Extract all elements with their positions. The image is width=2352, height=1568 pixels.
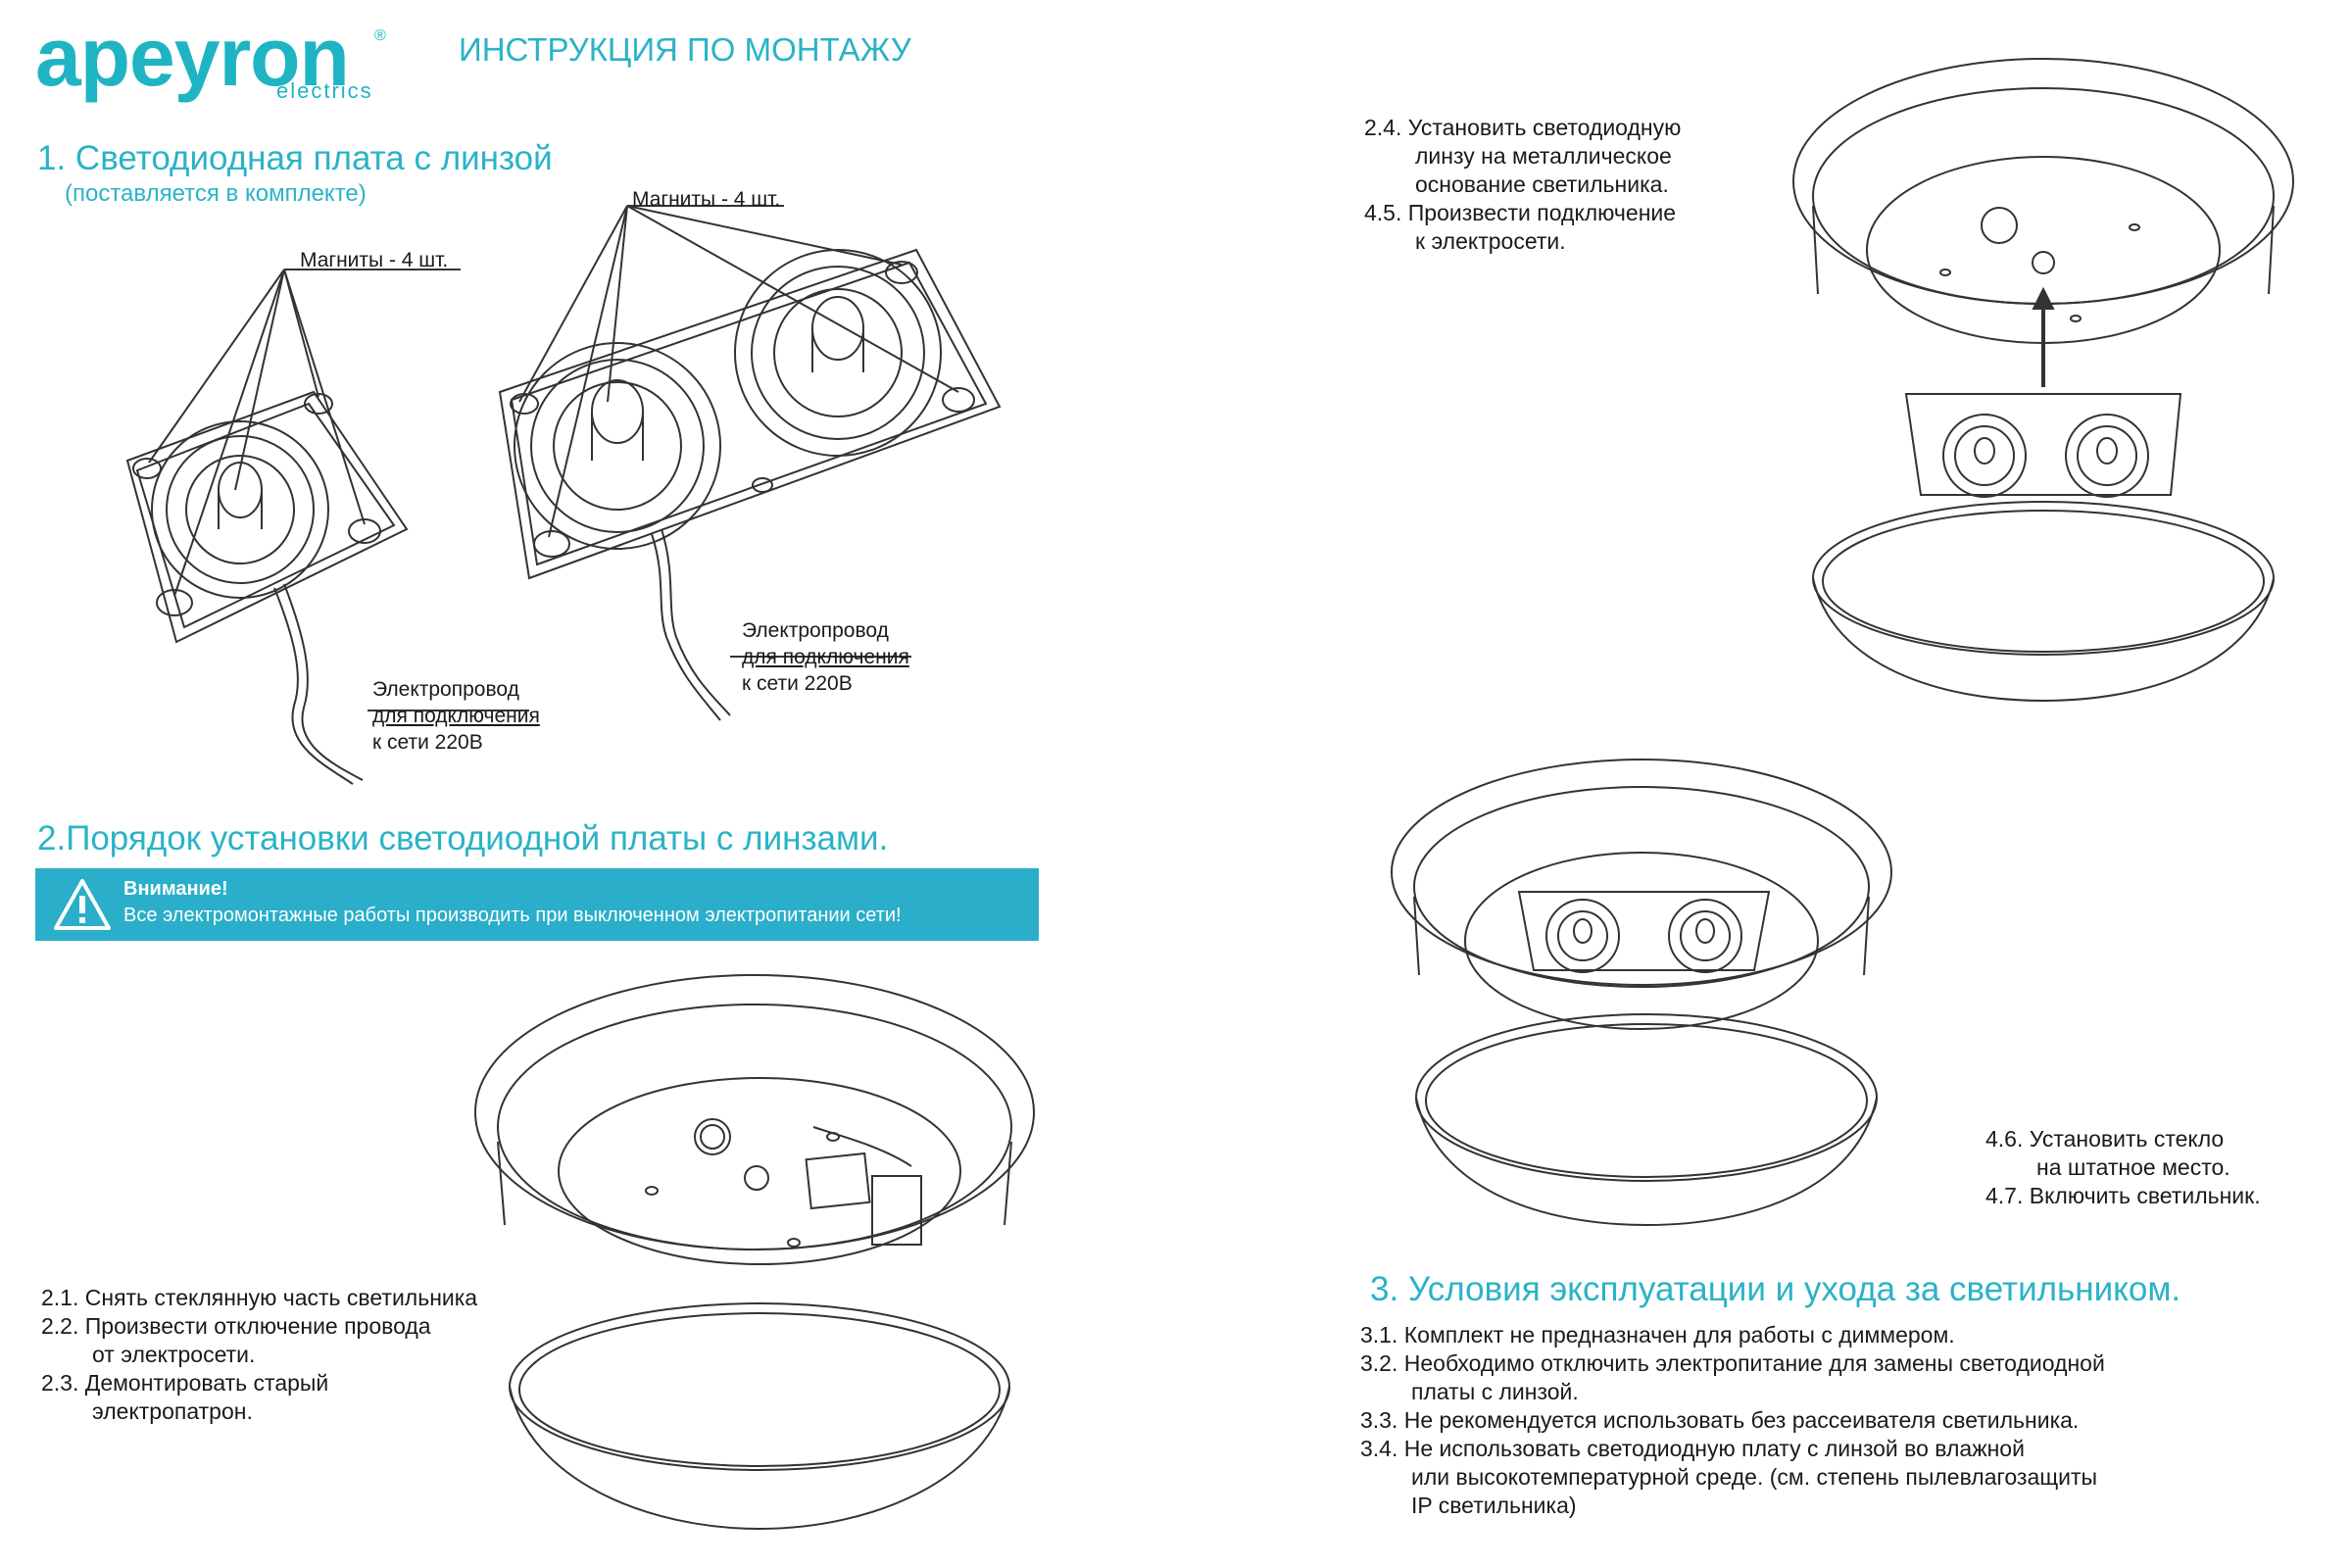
- condition-3-2-cont: платы с линзой.: [1411, 1379, 1579, 1404]
- condition-3-3: 3.3. Не рекомендуется использовать без р…: [1360, 1407, 2080, 1433]
- single-led-board-drawing: [125, 269, 529, 785]
- right-wire-line-3: к сети 220В: [742, 672, 853, 695]
- section3-items: 3.1. Комплект не предназначен для работы…: [1360, 1321, 2105, 1520]
- condition-3-4-cont-2: IP светильника): [1411, 1493, 1577, 1518]
- warning-banner: Внимание! Все электромонтажные работы пр…: [35, 868, 1039, 941]
- step-2-3: 2.3. Демонтировать старый: [41, 1370, 329, 1396]
- section2-title: 2.Порядок установки светодиодной платы с…: [37, 819, 889, 858]
- step-2-4: 2.4. Установить светодиодную: [1364, 115, 1682, 140]
- luminaire-removal-drawing: [474, 974, 1035, 1531]
- brand-logo: apeyron: [35, 11, 350, 103]
- left-wire-line-3: к сети 220В: [372, 731, 483, 754]
- step-2-4-cont-2: основание светильника.: [1415, 172, 1669, 197]
- brand-logo-registered: ®: [374, 27, 386, 44]
- warning-text: Все электромонтажные работы производить …: [123, 905, 902, 926]
- condition-3-4-cont-1: или высокотемпературной среде. (см. степ…: [1411, 1464, 2098, 1490]
- left-wire-label: Электропровод для подключения к сети 220…: [372, 676, 540, 756]
- right-magnets-label: Магниты - 4 шт.: [632, 188, 781, 211]
- step-4-5: 4.5. Произвести подключение: [1364, 200, 1677, 225]
- step-4-5-cont: к электросети.: [1415, 228, 1566, 254]
- step-2-2: 2.2. Произвести отключение провода: [41, 1313, 431, 1339]
- warning-title: Внимание!: [123, 878, 228, 900]
- double-led-board-drawing: [498, 205, 1002, 721]
- right-wire-label: Электропровод для подключения к сети 220…: [742, 617, 909, 697]
- step-2-2-cont: от электросети.: [92, 1342, 256, 1367]
- section3-title: 3. Условия эксплуатации и ухода за свети…: [1370, 1270, 2181, 1308]
- section1-subtitle: (поставляется в комплекте): [65, 180, 367, 207]
- step-2-1: 2.1. Снять стеклянную часть светильника: [41, 1285, 478, 1310]
- step-4-6-cont: на штатное место.: [2036, 1154, 2230, 1180]
- left-wire-line-2: для подключения: [372, 705, 540, 727]
- step-4-6: 4.6. Установить стекло: [1985, 1126, 2225, 1152]
- step-4-7: 4.7. Включить светильник.: [1985, 1183, 2261, 1208]
- warning-icon: [54, 879, 111, 930]
- left-wire-line-1: Электропровод: [372, 678, 519, 701]
- condition-3-1: 3.1. Комплект не предназначен для работы…: [1360, 1322, 1955, 1348]
- section1-title: 1. Светодиодная плата с линзой: [37, 139, 553, 177]
- right-wire-line-1: Электропровод: [742, 619, 889, 642]
- left-magnets-label: Магниты - 4 шт.: [300, 249, 449, 271]
- step-2-4-cont-1: линзу на металлическое: [1415, 143, 1672, 169]
- brand-logo-subtitle: electrics: [276, 78, 373, 103]
- right-wire-line-2: для подключения: [742, 646, 909, 668]
- condition-3-4: 3.4. Не использовать светодиодную плату …: [1360, 1436, 2025, 1461]
- condition-3-2: 3.2. Необходимо отключить электропитание…: [1360, 1350, 2105, 1376]
- install-glass-drawing: [1391, 759, 1892, 1227]
- step-2-3-cont: электропатрон.: [92, 1398, 253, 1424]
- steps-mid-right: 4.6. Установить стекло на штатное место.…: [1985, 1125, 2261, 1210]
- install-board-drawing: [1792, 58, 2294, 703]
- section2-steps: 2.1. Снять стеклянную часть светильника …: [41, 1284, 477, 1426]
- steps-top-right: 2.4. Установить светодиодную линзу на ме…: [1364, 114, 1681, 256]
- document-title: ИНСТРУКЦИЯ ПО МОНТАЖУ: [459, 31, 911, 68]
